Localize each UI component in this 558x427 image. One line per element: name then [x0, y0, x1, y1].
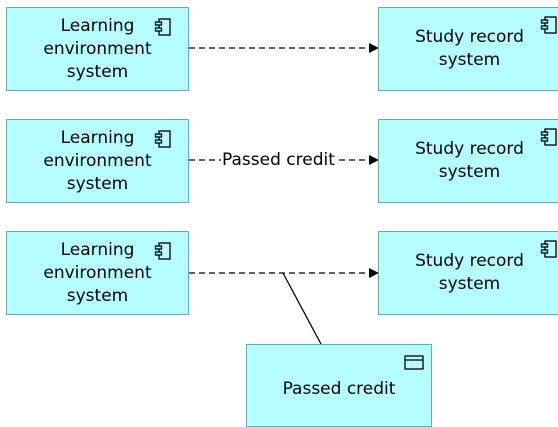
node-label: Study record system — [415, 251, 524, 294]
learning-environment-system-node[interactable]: Learning environment system — [6, 119, 189, 203]
study-record-system-node[interactable]: Study record system — [378, 119, 558, 203]
component-icon — [154, 18, 171, 36]
node-label: Passed credit — [282, 379, 396, 399]
node-label: Learning environment system — [43, 127, 152, 194]
component-icon — [154, 242, 171, 260]
passed-credit-data-object[interactable]: Passed credit — [246, 344, 432, 427]
node-label: Learning environment system — [43, 239, 152, 306]
node-label: Learning environment system — [43, 15, 152, 82]
association-connector[interactable] — [282, 272, 322, 345]
component-icon — [154, 130, 171, 148]
learning-environment-system-node[interactable]: Learning environment system — [6, 231, 189, 315]
component-icon — [540, 240, 557, 258]
node-label: Study record system — [415, 27, 524, 70]
learning-environment-system-node[interactable]: Learning environment system — [6, 7, 189, 91]
flow-label: Passed credit — [221, 150, 336, 170]
component-icon — [540, 16, 557, 34]
node-label: Study record system — [415, 139, 524, 182]
study-record-system-node[interactable]: Study record system — [378, 231, 558, 315]
data-object-icon — [404, 355, 424, 370]
component-icon — [540, 128, 557, 146]
study-record-system-node[interactable]: Study record system — [378, 7, 558, 91]
